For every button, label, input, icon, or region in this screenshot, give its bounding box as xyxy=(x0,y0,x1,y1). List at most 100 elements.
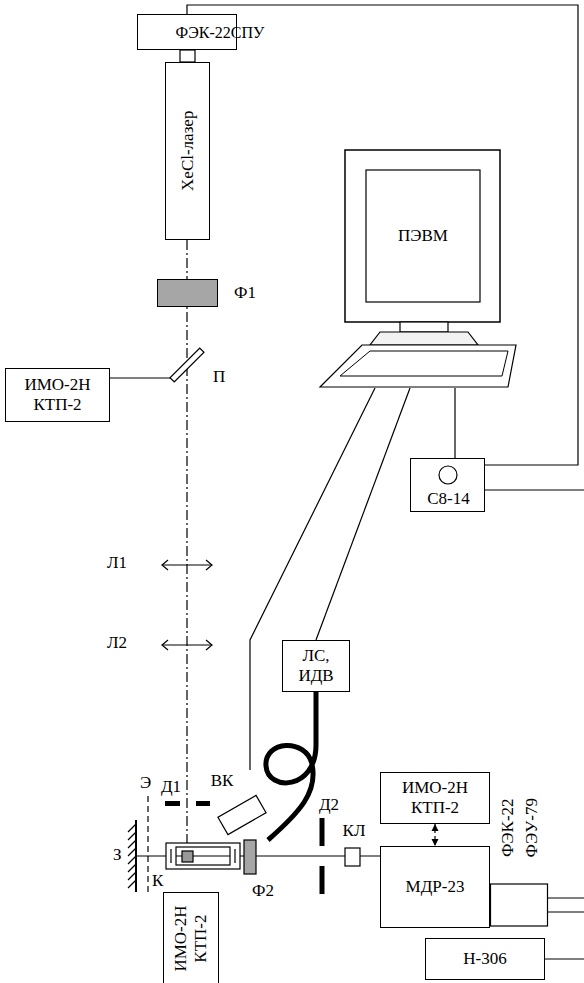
text-holder: Ф2 xyxy=(246,880,280,902)
signal-wire xyxy=(316,388,410,640)
part-label: Д1 xyxy=(160,778,182,797)
mirror-hatching xyxy=(128,824,136,888)
recorder-box: Н-306 xyxy=(425,938,545,980)
text-holder: ФЭУ-79 xyxy=(520,776,544,880)
device-label: Н-306 xyxy=(463,949,506,969)
text-holder: Н-306 xyxy=(426,939,544,979)
drive-box: ИМО-2Н КТП-2 xyxy=(5,368,110,422)
scope-screen xyxy=(439,466,457,484)
diaphragm-bar xyxy=(196,801,210,806)
lens-block: КЛ xyxy=(338,820,370,868)
device-label: ФЭК-22СПУ xyxy=(176,24,265,42)
label-holder: Л1 xyxy=(106,554,128,573)
laser-beam xyxy=(186,240,187,843)
computer-icon: ПЭВМ xyxy=(318,150,518,388)
signal-wire xyxy=(187,5,578,465)
signal-wire xyxy=(250,388,375,770)
monitor-neck xyxy=(400,322,448,332)
drive-box: ИМО-2Н КТП-2 xyxy=(163,892,219,983)
oscilloscope-box: С8-14 xyxy=(410,458,485,512)
device-label: ФЭУ-79 xyxy=(522,778,542,878)
text-holder: ИМО-2Н КТП-2 xyxy=(6,369,109,421)
filter-glass xyxy=(244,840,256,874)
text-holder: ЛС, ИДВ xyxy=(283,641,349,691)
label-holder: Э xyxy=(139,774,152,793)
device-label: ИМО-2Н КТП-2 xyxy=(389,778,481,817)
text-holder: ФЭК-22 xyxy=(496,776,520,880)
monitor-stand xyxy=(370,332,478,345)
device-label: С8-14 xyxy=(427,489,470,509)
text-holder: С8-14 xyxy=(411,487,486,511)
monitor-screen xyxy=(366,170,480,302)
text-holder: Ф1 xyxy=(228,280,262,306)
cell-window xyxy=(234,849,235,863)
device-label: XeCl-лазер xyxy=(178,66,198,236)
cell-window xyxy=(170,849,171,863)
device-label: Ф2 xyxy=(252,881,274,901)
signal-wire xyxy=(548,911,584,912)
text-holder: МДР-23 xyxy=(381,847,489,927)
keyboard-keys xyxy=(340,351,508,376)
label-holder: З xyxy=(112,846,123,865)
beam-splitter-plate xyxy=(170,348,204,382)
part-label: П xyxy=(212,368,226,387)
cell-tube xyxy=(176,847,230,865)
screen-line xyxy=(147,796,148,893)
camera-block: ВК xyxy=(212,770,268,840)
control-link xyxy=(434,824,435,846)
device-label: ПЭВМ xyxy=(398,226,448,246)
photodetector-housing xyxy=(491,884,548,926)
part-label: Э xyxy=(139,774,152,793)
lens-arrowheads xyxy=(162,560,212,570)
device-label: ВК xyxy=(211,771,234,791)
lens-symbol xyxy=(162,564,212,565)
signal-wire xyxy=(548,897,584,898)
cell-housing xyxy=(166,843,240,869)
monitor-frame xyxy=(345,150,500,322)
laser-box: XeCl-лазер xyxy=(165,62,210,240)
text-holder: КЛ xyxy=(338,820,370,842)
diaphragm-bar xyxy=(165,801,180,806)
sample xyxy=(182,851,193,862)
label-holder: Д2 xyxy=(318,796,340,815)
drive-box: ИМО-2Н КТП-2 xyxy=(380,772,490,824)
text-holder: ФЭК-22СПУ xyxy=(176,15,296,51)
part-label: Д2 xyxy=(318,796,340,815)
part-label: Л1 xyxy=(106,554,128,573)
text-holder: ВК xyxy=(208,770,236,792)
photodiode-box: ФЭК-22СПУ xyxy=(137,14,238,50)
label-holder: К xyxy=(151,872,164,891)
diaphragm-bar xyxy=(320,866,325,894)
keyboard xyxy=(320,345,516,387)
diaphragm-bar xyxy=(320,818,325,846)
signal-wire xyxy=(454,388,455,458)
label-holder: Л2 xyxy=(106,634,128,653)
label-holder: П xyxy=(212,368,226,387)
light-source-box: ЛС, ИДВ xyxy=(282,640,350,692)
text-holder: ПЭВМ xyxy=(366,170,480,302)
drive-link xyxy=(110,377,171,378)
device-label: МДР-23 xyxy=(406,877,465,897)
camera-body xyxy=(218,795,266,834)
text-holder: XeCl-лазер xyxy=(166,63,209,239)
collimator-lens xyxy=(345,848,360,866)
device-label: Ф1 xyxy=(234,283,256,303)
optics-group xyxy=(110,50,584,959)
text-holder: ИМО-2Н КТП-2 xyxy=(164,893,218,983)
text-holder: ИМО-2Н КТП-2 xyxy=(381,773,489,823)
device-label: КЛ xyxy=(343,821,366,841)
device-label: ИМО-2Н КТП-2 xyxy=(12,375,104,414)
part-label: Л2 xyxy=(106,634,128,653)
part-label: К xyxy=(151,872,164,891)
lens-arrowheads xyxy=(162,640,212,650)
node-outline xyxy=(318,150,518,388)
label-holder: Д1 xyxy=(160,778,182,797)
device-label: ИМО-2Н КТП-2 xyxy=(171,896,210,982)
filter-block: Ф2 xyxy=(242,838,282,904)
photodetector-block: ФЭК-22ФЭУ-79 xyxy=(490,772,552,926)
part-label: З xyxy=(112,846,123,865)
lens-symbol xyxy=(162,644,212,645)
